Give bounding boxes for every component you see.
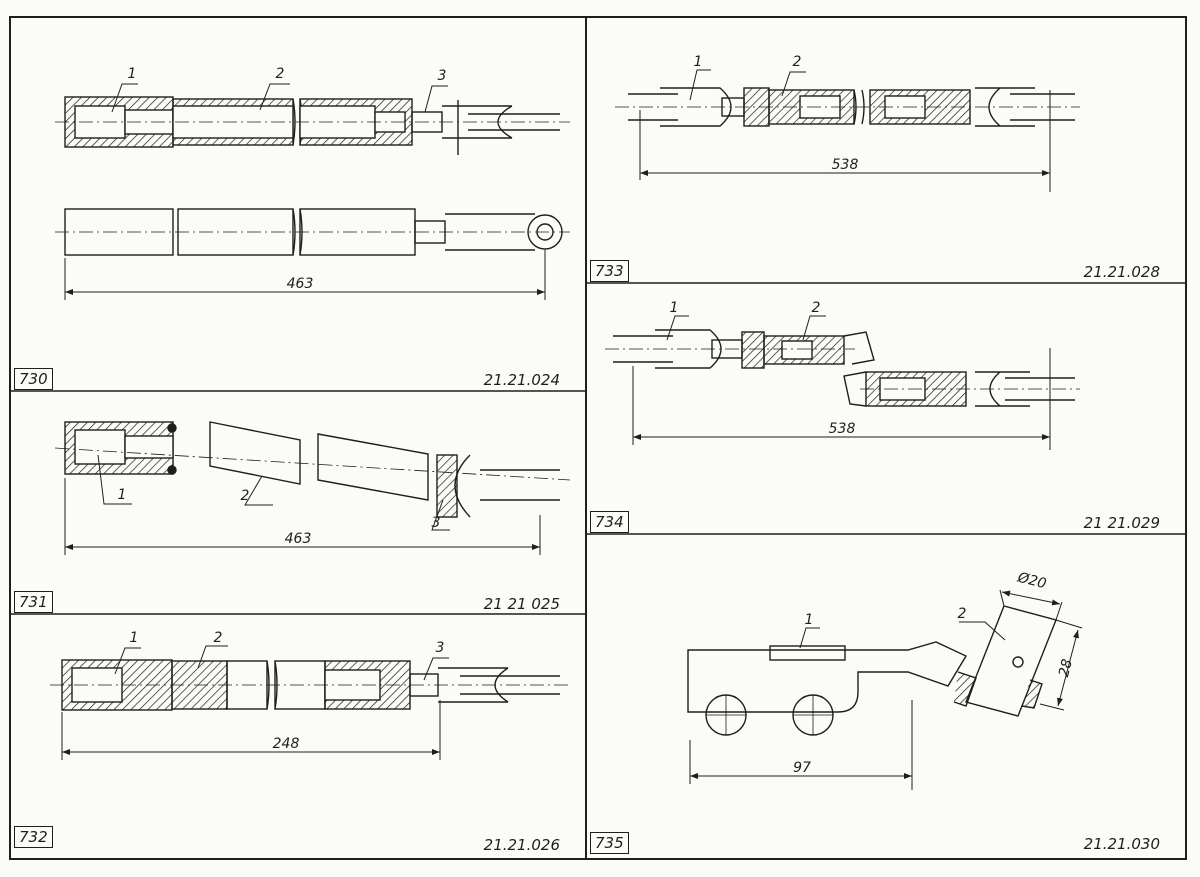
dimension-value: 97	[793, 760, 811, 776]
part-label: 1	[129, 630, 139, 646]
panel-730-external-view	[55, 208, 570, 256]
part-label: 2	[213, 630, 223, 646]
panel-733-drawing	[615, 87, 1080, 127]
panel-number: 733	[590, 260, 629, 282]
panel-735-drawing	[687, 589, 1083, 736]
drawing-code: 21.21.028	[1083, 263, 1160, 281]
part-label: 1	[127, 66, 137, 82]
panel-730-dimension-line	[64, 250, 546, 300]
part-label: 1	[117, 487, 127, 503]
panel-734-dimension-line	[632, 348, 1051, 450]
part-label: 1	[804, 612, 814, 628]
leader-lines	[97, 69, 1006, 681]
panel-number: 731	[14, 591, 53, 613]
panel-730-drawing	[55, 96, 570, 155]
part-label: 1	[693, 54, 703, 70]
panel-number: 734	[590, 511, 629, 533]
part-label: 2	[811, 300, 821, 316]
part-label: 2	[957, 606, 967, 622]
drawing-code: 21.21.024	[483, 371, 560, 389]
drawing-code: 21 21.029	[1083, 514, 1160, 532]
part-label: 2	[792, 54, 802, 70]
part-label: 3	[437, 68, 447, 84]
part-label: 2	[275, 66, 285, 82]
part-label: 3	[431, 515, 441, 531]
dimension-value: 463	[286, 276, 314, 292]
panel-number: 735	[590, 832, 629, 854]
part-label: 2	[240, 488, 250, 504]
panel-735-dimension-line	[689, 700, 913, 790]
dimension-value: 538	[828, 421, 856, 437]
dimension-value: 463	[284, 531, 312, 547]
panel-732-drawing	[50, 659, 570, 711]
part-label: 1	[669, 300, 679, 316]
panel-733-dimension-line	[639, 90, 1051, 192]
panel-732-dimension-line	[61, 700, 441, 760]
panel-734-drawing	[605, 329, 1080, 407]
part-label: 3	[435, 640, 445, 656]
drawing-code: 21.21.030	[1083, 835, 1160, 853]
panel-number: 730	[14, 368, 53, 390]
drawing-code: 21.21.026	[483, 836, 560, 854]
dimension-value: 248	[272, 736, 300, 752]
drawing-code: 21 21 025	[483, 595, 560, 613]
panel-number: 732	[14, 826, 53, 848]
panel-731-dimension-line	[64, 478, 541, 555]
frame-grid	[9, 16, 1187, 860]
dimension-value: 538	[831, 157, 859, 173]
